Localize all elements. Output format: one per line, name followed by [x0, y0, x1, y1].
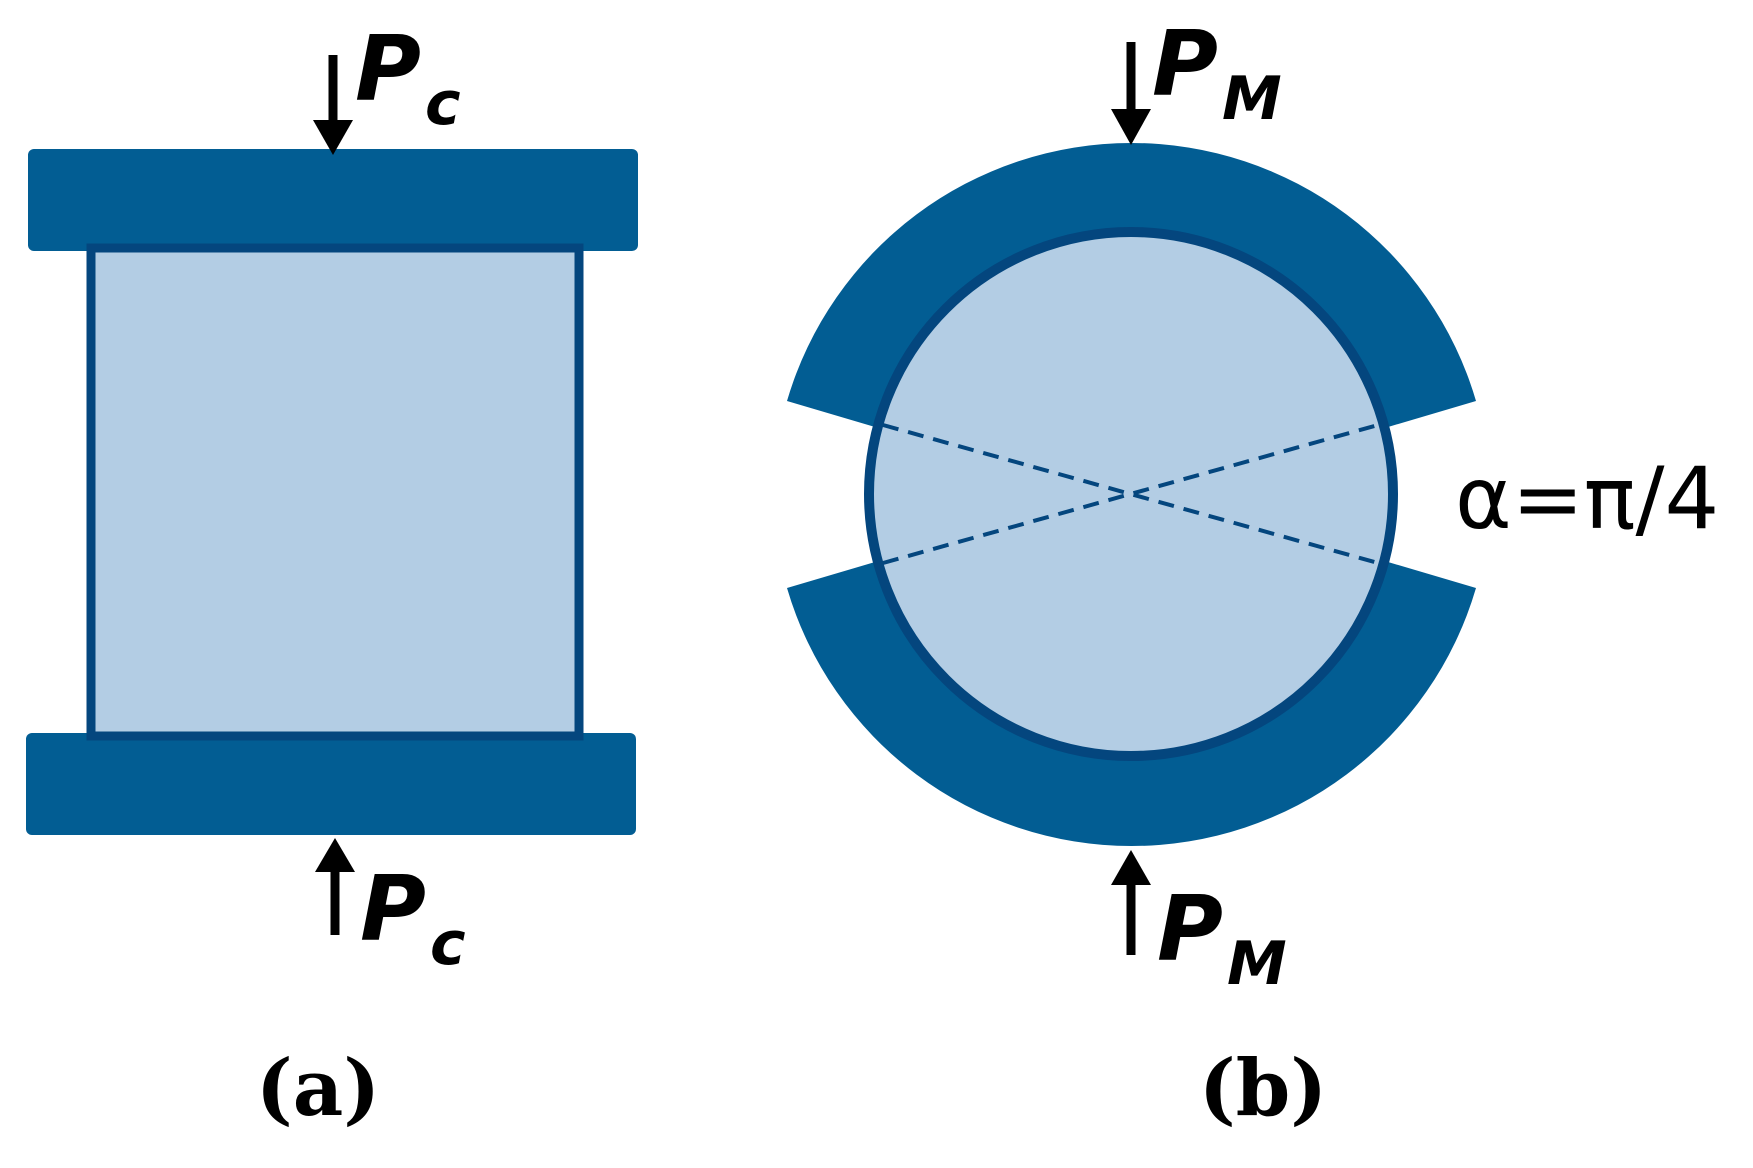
top-force-label: Pc	[355, 17, 461, 139]
top-platen	[28, 149, 638, 251]
lower-curved-jaw	[787, 562, 1476, 847]
panel-b-caption: (b)	[1199, 1043, 1327, 1134]
top-force-label: PM	[1152, 12, 1282, 134]
top-force-arrow	[1111, 42, 1151, 145]
contact-angle-label: α=π/4	[1455, 449, 1719, 549]
bottom-force-arrow	[315, 838, 355, 935]
panel-a-caption: (a)	[256, 1043, 380, 1134]
upper-curved-jaw	[787, 142, 1476, 427]
angle-dashed-line	[882, 423, 1379, 565]
bottom-platen	[26, 733, 636, 835]
angle-dashed-line	[882, 423, 1379, 565]
bottom-force-arrow	[1111, 850, 1151, 955]
bottom-force-label: Pc	[360, 857, 466, 979]
cube-specimen	[86, 243, 584, 741]
disc-specimen	[864, 227, 1398, 761]
bottom-force-label: PM	[1157, 877, 1287, 999]
panel-b: PM PM α=π/4 (b)	[787, 12, 1719, 1134]
top-force-arrow	[313, 55, 353, 155]
panel-a: Pc Pc (a)	[26, 17, 638, 1134]
